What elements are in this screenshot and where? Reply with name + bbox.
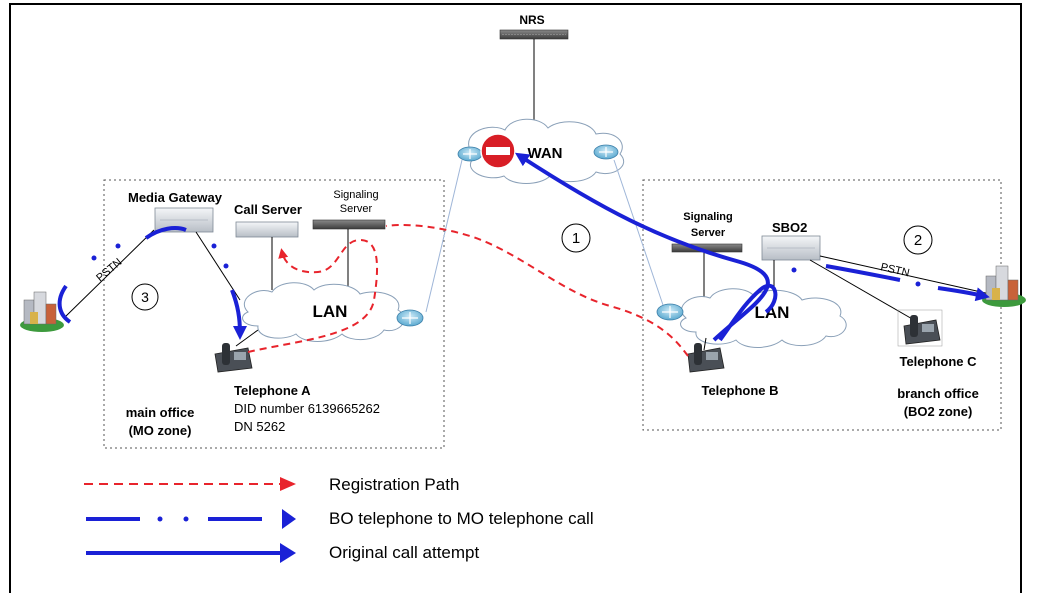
telephone-b-label: Telephone B — [701, 383, 778, 398]
legend-registration-label: Registration Path — [329, 475, 459, 494]
legend-bo-mo-arrow — [282, 509, 296, 529]
step-1-number: 1 — [572, 230, 580, 247]
call-server-label: Call Server — [234, 202, 302, 217]
bo-zone-label-line2: (BO2 zone) — [904, 404, 973, 419]
legend-original-call-label: Original call attempt — [329, 543, 480, 562]
mo-mgw-call-path — [144, 226, 187, 240]
bo-pstn-line — [819, 255, 991, 295]
mo-registration-path — [247, 238, 379, 353]
lan-tel-b-link — [703, 337, 707, 351]
legend-registration-arrow — [280, 477, 296, 491]
bo-lan-call-loop — [718, 283, 778, 342]
bo-registration-path — [385, 224, 689, 357]
mo-zone-label-line2: (MO zone) — [129, 423, 192, 438]
mo-lan-router-icon — [396, 309, 424, 327]
step-2-number: 2 — [914, 232, 922, 249]
mo-signaling-server-icon — [312, 219, 386, 230]
telephone-c-label: Telephone C — [899, 354, 977, 369]
sbo2-label: SBO2 — [772, 220, 807, 235]
main-office-zone — [103, 179, 445, 449]
sbo2-server-icon — [761, 235, 821, 261]
did-number-label: DID number 6139665262 — [234, 401, 380, 416]
bo-pstn-call-arrow — [937, 286, 990, 302]
legend-bo-mo-dot-2 — [183, 516, 189, 522]
telephone-a-icon — [214, 343, 253, 373]
wan-label: WAN — [528, 145, 563, 162]
mo-call-dot-2 — [115, 243, 121, 249]
mo-signaling-server-label-line2: Server — [340, 203, 373, 215]
mo-call-dot-4 — [223, 263, 229, 269]
bo-lan-label: LAN — [755, 303, 790, 322]
wan-router-right-icon — [593, 144, 619, 160]
mo-tel-a-call-arrow — [230, 289, 247, 340]
original-call-attempt-path — [514, 152, 770, 342]
telephone-c-icon — [897, 309, 943, 347]
wan-mo-lan-link — [425, 159, 463, 313]
bo-pstn-call-path — [825, 264, 901, 282]
sbo2-call-dot — [791, 267, 797, 273]
mgw-lan-link — [195, 231, 241, 301]
dn-label: DN 5262 — [234, 419, 285, 434]
legend-bo-mo-dot-1 — [157, 516, 163, 522]
mo-lan-label: LAN — [313, 302, 348, 321]
mo-signaling-server-label-line1: Signaling — [333, 189, 378, 201]
sbo2-tel-c-link — [809, 259, 915, 321]
lan-tel-a-link — [235, 329, 259, 347]
telephone-b-icon — [687, 343, 725, 373]
network-diagram: NRS WAN Media Gateway Call Server Signal… — [20, 13, 1026, 563]
blocked-stop-icon — [480, 133, 516, 169]
legend-original-call-arrow — [280, 543, 296, 563]
bo-signaling-server-label-line2: Server — [691, 227, 726, 239]
wan-router-left-icon — [457, 146, 483, 162]
nrs-label: NRS — [519, 13, 544, 27]
wan-bo-lan-link — [613, 159, 665, 309]
mo-pstn-line — [63, 229, 155, 319]
mo-call-dot-3 — [211, 243, 217, 249]
bo-lan-router-icon — [656, 303, 684, 321]
left-building-icon — [20, 291, 64, 332]
step-3-number: 3 — [141, 289, 149, 305]
mo-zone-label-line1: main office — [126, 405, 195, 420]
step-3-marker — [131, 283, 159, 311]
mo-pstn-incoming-arc — [57, 284, 72, 324]
call-server-icon — [235, 221, 299, 238]
media-gateway-label: Media Gateway — [128, 190, 223, 205]
right-building-icon — [982, 265, 1026, 307]
step-1-marker — [561, 223, 591, 253]
bo-pstn-call-dot — [915, 281, 921, 287]
mo-call-dot-1 — [91, 255, 97, 261]
step-2-marker — [903, 225, 933, 255]
nrs-server-icon — [499, 29, 569, 40]
branch-office-zone — [642, 179, 1002, 431]
bo-signaling-server-label-line1: Signaling — [683, 211, 733, 223]
legend-bo-mo-label: BO telephone to MO telephone call — [329, 509, 594, 528]
diagram-canvas: NRS WAN Media Gateway Call Server Signal… — [9, 3, 1026, 593]
telephone-a-label: Telephone A — [234, 383, 311, 398]
mo-pstn-label: PSTN — [94, 256, 124, 284]
bo-zone-label-line1: branch office — [897, 386, 979, 401]
